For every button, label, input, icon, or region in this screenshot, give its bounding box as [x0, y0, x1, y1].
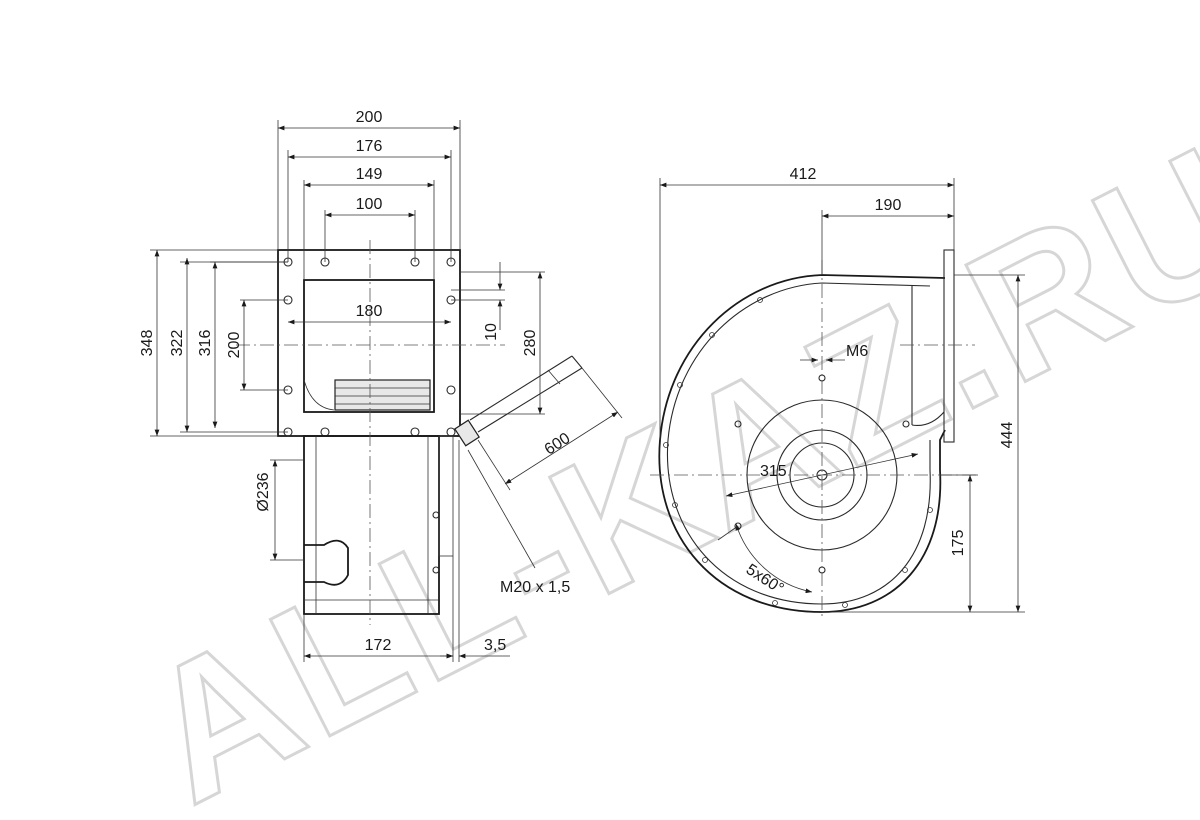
- outlet-opening: [303, 279, 435, 413]
- dim-444: 444: [999, 422, 1016, 449]
- dim-280: 280: [522, 330, 539, 357]
- dim-348: 348: [139, 330, 156, 357]
- dim-190: 190: [875, 197, 902, 214]
- dim-176: 176: [356, 138, 383, 155]
- svg-text:ALL-KAZ.RU: ALL-KAZ.RU: [113, 105, 1200, 820]
- bolt-label: M6: [846, 343, 868, 360]
- holes-label: 5x60°: [743, 561, 787, 598]
- dim-200-width: 200: [356, 109, 383, 126]
- dim-10: 10: [483, 323, 500, 341]
- outlet-flange: [943, 249, 955, 443]
- dim-200-height: 200: [226, 332, 243, 359]
- watermark: ALL-KAZ.RU: [112, 103, 1200, 820]
- scroll-housing: [658, 274, 946, 613]
- dim-180: 180: [356, 303, 383, 320]
- inlet-detail: [304, 539, 349, 586]
- dim-100: 100: [356, 196, 383, 213]
- dim-dia315: 315: [760, 463, 787, 480]
- cable-gland: [454, 419, 480, 447]
- thread-label: M20 x 1,5: [500, 579, 570, 596]
- dim-412: 412: [790, 166, 817, 183]
- impeller-block: [334, 379, 431, 411]
- dim-175: 175: [950, 530, 967, 557]
- side-view: 412 190 M6 444 175 315 5x60°: [650, 166, 1025, 620]
- housing-rivets: [663, 297, 933, 608]
- dim-3-5: 3,5: [484, 637, 506, 654]
- dim-316: 316: [197, 330, 214, 357]
- dim-dia236: Ø236: [255, 472, 272, 511]
- dim-172: 172: [365, 637, 392, 654]
- dim-149: 149: [356, 166, 383, 183]
- dim-322: 322: [169, 330, 186, 357]
- front-view: 200 176 149 100 180 348 322 316 200 10: [139, 109, 623, 662]
